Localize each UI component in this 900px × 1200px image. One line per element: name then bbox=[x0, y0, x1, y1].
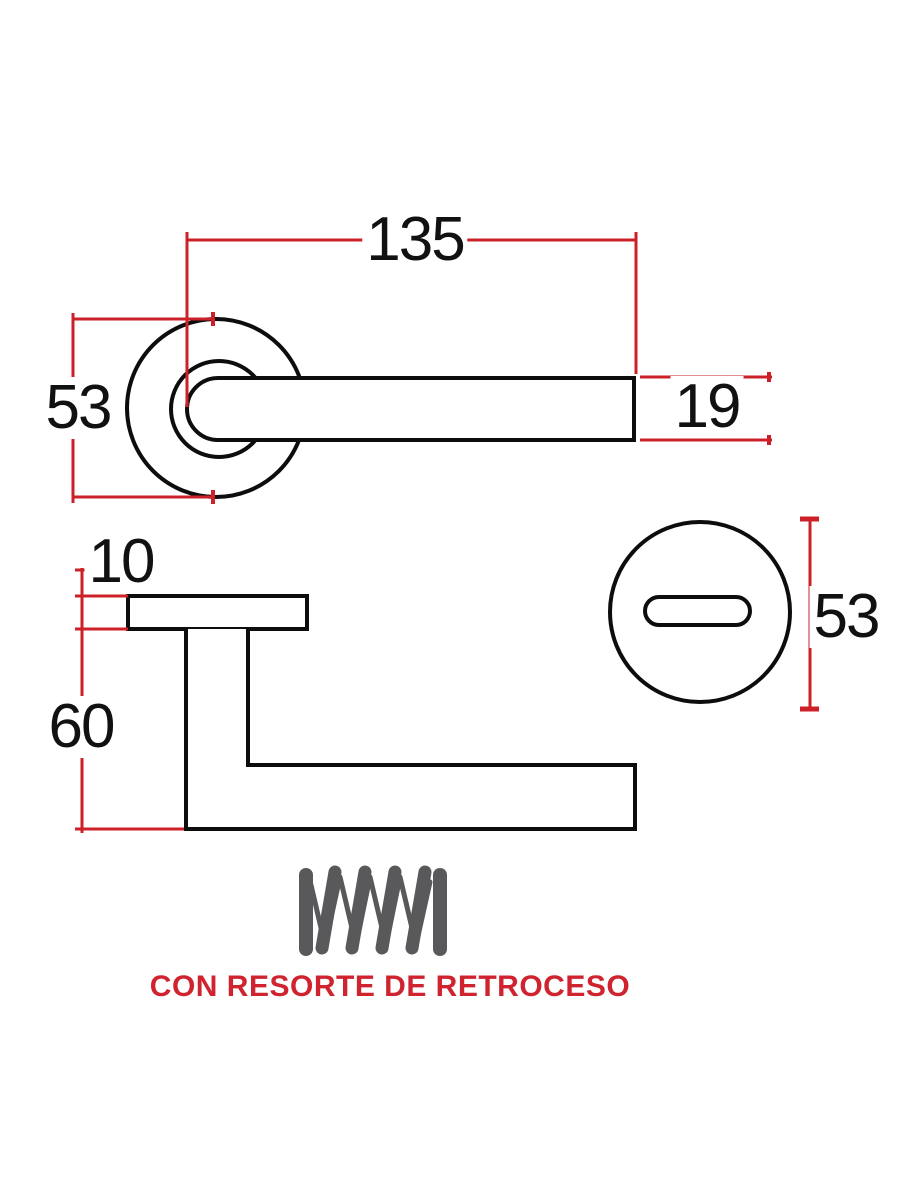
dim-label-handle-length: 135 bbox=[362, 209, 468, 271]
side-view-drawing bbox=[126, 594, 637, 831]
dim-label-rose-diameter: 53 bbox=[41, 377, 115, 439]
spring-front-coil-2 bbox=[345, 865, 372, 955]
lever-profile bbox=[184, 629, 637, 831]
escutcheon-turn-slot bbox=[643, 595, 752, 627]
escutcheon-drawing bbox=[608, 520, 792, 704]
escutcheon-circle bbox=[608, 520, 792, 704]
dim-label-escutcheon-diameter: 53 bbox=[809, 586, 883, 648]
lever-bar bbox=[185, 376, 636, 442]
caption-spring-feature: CON RESORTE DE RETROCESO bbox=[149, 970, 631, 1003]
dim-label-projection: 60 bbox=[44, 696, 118, 758]
spring-front-coil-4 bbox=[405, 865, 432, 955]
spring-icon bbox=[299, 865, 447, 956]
spring-front-coil-1 bbox=[315, 865, 342, 955]
dim-label-lever-section: 19 bbox=[670, 376, 744, 438]
rose-plate-side bbox=[126, 594, 309, 631]
spring-front-coil-3 bbox=[375, 865, 402, 955]
front-view-drawing bbox=[125, 317, 636, 499]
dim-label-rose-thickness: 10 bbox=[84, 531, 158, 593]
